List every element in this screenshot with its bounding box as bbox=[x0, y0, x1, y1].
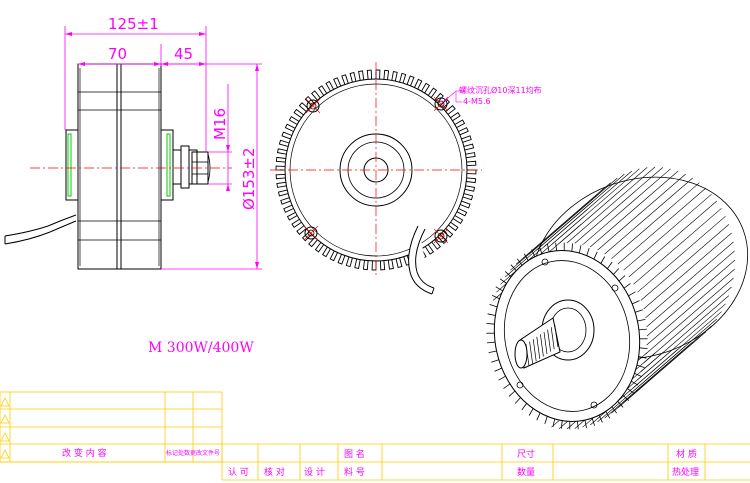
dim-overall-length: 125±1 bbox=[108, 15, 159, 33]
tb-material: 材 质 bbox=[676, 448, 697, 460]
iso-front-teeth bbox=[486, 242, 648, 430]
tb-size: 尺寸 bbox=[517, 448, 535, 460]
tb-design: 设 计 bbox=[304, 466, 325, 478]
hole-spec: 4-M5.6 bbox=[463, 97, 491, 106]
isometric-view bbox=[486, 166, 749, 430]
left-green-mark bbox=[67, 133, 72, 197]
tb-change-content: 改 变 内 容 bbox=[62, 447, 107, 459]
dim-diameter: Ø153±2 bbox=[240, 147, 258, 210]
bolt-hole-top-right bbox=[434, 97, 448, 111]
dim-shaft-length: 45 bbox=[174, 45, 193, 63]
tb-heat-treatment: 热处理 bbox=[672, 466, 699, 478]
title-block bbox=[0, 391, 750, 481]
title-block-text: 改 变 内 容 标记处数更改文件号 认 可 核 对 设 计 图 名 料 号 尺寸… bbox=[62, 447, 699, 478]
dim-body-length: 70 bbox=[108, 45, 127, 63]
bolt-hole-bottom-left bbox=[304, 226, 318, 240]
tb-change-sign: 标记处数更改文件号 bbox=[166, 449, 220, 457]
tb-drawing-name: 图 名 bbox=[344, 448, 365, 460]
side-view: 125±1 70 45 M16 Ø153±2 bbox=[4, 15, 262, 270]
tb-part-no: 料 号 bbox=[344, 466, 365, 478]
model-label: M 300W/400W bbox=[148, 340, 254, 356]
revision-markers bbox=[0, 397, 10, 459]
front-view: 螺纹沉孔Ø10深11均布 4-M5.6 bbox=[270, 62, 542, 295]
cooling-fins-ring bbox=[275, 69, 477, 271]
dim-thread: M16 bbox=[211, 108, 229, 140]
motor-body-outline bbox=[77, 63, 162, 270]
tb-check: 核 对 bbox=[264, 466, 285, 478]
bolt-hole-top-left bbox=[306, 99, 320, 113]
right-green-mark bbox=[166, 133, 171, 197]
iso-front-face bbox=[493, 250, 641, 422]
hole-note: 螺纹沉孔Ø10深11均布 bbox=[459, 85, 542, 95]
tb-quantity: 数量 bbox=[517, 466, 535, 478]
tb-approve: 认 可 bbox=[228, 466, 249, 478]
iso-shaft-thread bbox=[525, 324, 559, 367]
bolt-hole-bottom-right bbox=[434, 229, 448, 243]
iso-shaft bbox=[519, 317, 561, 369]
